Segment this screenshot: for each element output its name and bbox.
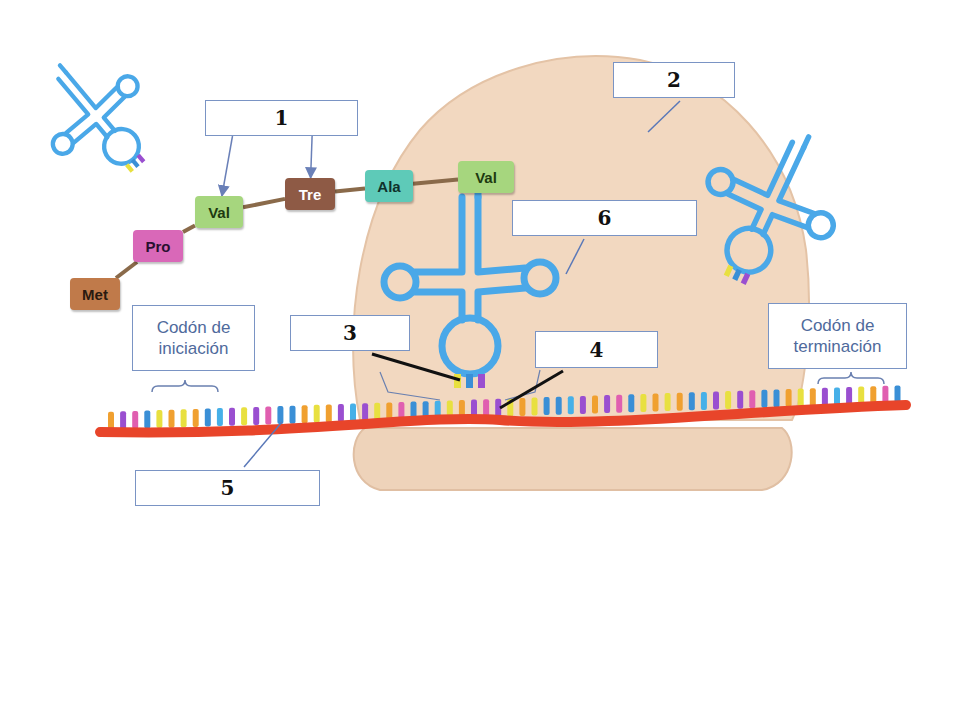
codon-label-box: Codón de iniciación [132, 305, 255, 371]
nucleotide [120, 411, 126, 429]
nucleotide [181, 409, 187, 427]
nucleotide [253, 407, 259, 425]
nucleotide [834, 387, 840, 405]
leader-line [372, 354, 460, 380]
nucleotide [217, 408, 223, 426]
peptide-bond [183, 225, 195, 232]
nucleotide [810, 388, 816, 406]
nucleotide [725, 391, 731, 409]
nucleotide [132, 411, 138, 429]
callout-box: 4 [535, 331, 658, 368]
callout-number: 4 [590, 338, 604, 362]
nucleotide [350, 404, 356, 422]
nucleotide [653, 394, 659, 412]
trna [15, 34, 179, 200]
nucleotide [640, 394, 646, 412]
nucleotide [193, 409, 199, 427]
codon-brace [152, 380, 218, 392]
ribosome-small-subunit [354, 428, 792, 490]
nucleotide [265, 407, 271, 425]
nucleotide [761, 390, 767, 408]
peptide-bond [116, 262, 137, 278]
amino-acid: Pro [133, 230, 183, 262]
nucleotide [628, 394, 634, 412]
amino-acid: Val [195, 196, 243, 228]
nucleotide [580, 396, 586, 414]
nucleotide [362, 403, 368, 421]
codon-label-box: Codón de terminación [768, 303, 907, 369]
ribosome-large-subunit [353, 56, 809, 420]
leader-arrow [311, 136, 313, 178]
nucleotide [798, 389, 804, 407]
nucleotide [229, 408, 235, 426]
nucleotide [108, 412, 114, 430]
nucleotide [169, 410, 175, 428]
nucleotide [277, 406, 283, 424]
callout-number: 6 [598, 206, 612, 230]
nucleotide [144, 411, 150, 429]
amino-acid: Val [458, 161, 514, 193]
amino-acid-name: Val [475, 169, 497, 186]
callout-number: 5 [221, 476, 235, 500]
nucleotide [290, 406, 296, 424]
nucleotide [519, 398, 525, 416]
nucleotide [737, 391, 743, 409]
nucleotide [338, 404, 344, 422]
callout-number: 1 [275, 106, 289, 130]
amino-acid: Ala [365, 170, 413, 202]
amino-acid-name: Pro [145, 238, 170, 255]
nucleotide [556, 397, 562, 415]
callout-box: 5 [135, 470, 320, 506]
leader-arrow [222, 136, 233, 196]
callout-number: 3 [343, 321, 357, 345]
callout-box: 3 [290, 315, 410, 351]
mrna-strand [100, 405, 906, 432]
leader-line [648, 101, 680, 132]
nucleotide [205, 409, 211, 427]
nucleotide [592, 396, 598, 414]
nucleotide [544, 397, 550, 415]
nucleotide [749, 390, 755, 408]
leader-line [566, 239, 584, 274]
nucleotide [616, 395, 622, 413]
nucleotide [302, 405, 308, 423]
nucleotide [677, 393, 683, 411]
callout-number: 2 [667, 68, 681, 92]
callout-box: 2 [613, 62, 735, 98]
nucleotide [314, 405, 320, 423]
leader-line [244, 422, 282, 467]
peptide-bond [413, 180, 458, 184]
nucleotide [326, 404, 332, 422]
nucleotide [665, 393, 671, 411]
peptide-bond [243, 199, 285, 207]
codon-brace [818, 372, 884, 384]
nucleotide [532, 398, 538, 416]
trna [674, 106, 863, 308]
codon-bracket [380, 370, 540, 400]
amino-acid-name: Met [82, 286, 108, 303]
nucleotide [241, 407, 247, 425]
nucleotide [604, 395, 610, 413]
nucleotide [774, 389, 780, 407]
nucleotide [786, 389, 792, 407]
nucleotide [568, 396, 574, 414]
amino-acid-name: Val [208, 204, 230, 221]
nucleotide [701, 392, 707, 410]
amino-acid-name: Tre [299, 186, 322, 203]
nucleotide [822, 388, 828, 406]
peptide-bond [335, 188, 365, 191]
leader-line [500, 371, 563, 408]
nucleotide [689, 392, 695, 410]
nucleotide [713, 392, 719, 410]
nucleotide [846, 387, 852, 405]
callout-box: 6 [512, 200, 697, 236]
amino-acid: Tre [285, 178, 335, 210]
callout-box: 1 [205, 100, 358, 136]
codon-label: Codón de terminación [775, 315, 900, 358]
amino-acid: Met [70, 278, 120, 310]
codon-label: Codón de iniciación [139, 317, 248, 360]
amino-acid-name: Ala [377, 178, 400, 195]
nucleotide [156, 410, 162, 428]
